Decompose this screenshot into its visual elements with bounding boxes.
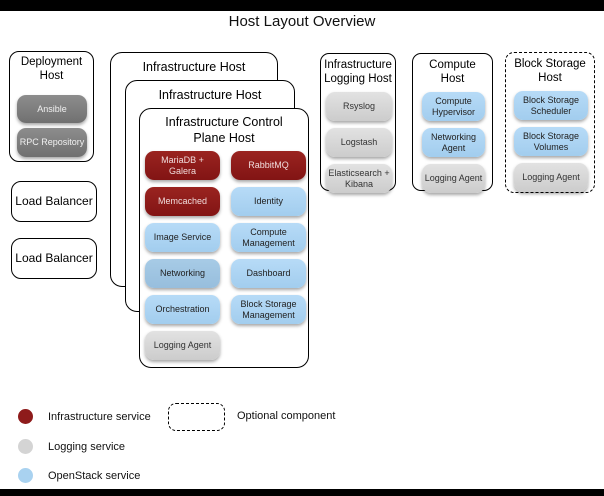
service-block-storage-scheduler: Block Storage Scheduler [514,91,588,120]
service-block-storage-volumes: Block Storage Volumes [514,127,588,156]
host-title: Load Balancer [15,194,93,208]
service-logging-agent: Logging Agent [422,164,485,193]
legend-label: OpenStack service [48,469,141,482]
legend-item-openstack: OpenStack service [18,468,140,483]
bottom-black-bar [0,489,604,496]
compute-host: Compute Host Compute Hypervisor Networki… [412,53,493,193]
top-black-bar [0,0,604,11]
service-rsyslog: Rsyslog [326,92,392,121]
page-title: Host Layout Overview [228,13,376,30]
host-title: Infrastructure Logging Host [324,59,392,86]
service-logging-agent: Logging Agent [514,163,588,192]
service-networking: Networking [145,259,220,288]
service-dashboard: Dashboard [231,259,306,288]
host-title: Infrastructure Host [142,60,246,74]
infrastructure-logging-host: Infrastructure Logging Host Rsyslog Logs… [320,53,396,193]
service-ansible: Ansible [17,95,87,123]
openstack-service-swatch [18,468,33,483]
service-identity: Identity [231,187,306,216]
service-networking-agent: Networking Agent [422,128,485,157]
service-compute-management: Compute Management [231,223,306,252]
service-orchestration: Orchestration [145,295,220,324]
deployment-host: Deployment Host Ansible RPC Repository [9,51,94,162]
legend-label: Infrastructure service [48,410,151,423]
block-storage-host: Block Storage Host Block Storage Schedul… [505,52,595,193]
legend-item-infrastructure: Infrastructure service [18,409,151,424]
service-logstash: Logstash [326,128,392,157]
host-title: Load Balancer [15,251,93,265]
infrastructure-control-plane-host: Infrastructure Control Plane Host MariaD… [139,108,309,368]
host-title: Infrastructure Host [158,88,262,102]
load-balancer-1: Load Balancer [11,181,97,222]
load-balancer-2: Load Balancer [11,238,97,279]
service-rpc-repository: RPC Repository [17,128,87,157]
host-title: Deployment Host [20,56,83,83]
service-mariadb-galera: MariaDB + Galera [145,151,220,180]
host-title: Block Storage Host [514,58,586,85]
service-memcached: Memcached [145,187,220,216]
legend-label: Logging service [48,440,126,453]
service-compute-hypervisor: Compute Hypervisor [422,92,485,121]
infrastructure-service-swatch [18,409,33,424]
service-rabbitmq: RabbitMQ [231,151,306,180]
service-image-service: Image Service [145,223,220,252]
host-title: Compute Host [429,59,476,86]
logging-service-swatch [18,439,33,454]
legend-label-optional: Optional component [237,410,336,422]
service-block-storage-management: Block Storage Management [231,295,306,324]
service-logging-agent: Logging Agent [145,331,220,360]
optional-component-swatch [168,403,225,431]
host-title: Infrastructure Control Plane Host [165,115,283,145]
legend-item-logging: Logging service [18,439,125,454]
service-elasticsearch-kibana: Elasticsearch + Kibana [326,164,392,193]
